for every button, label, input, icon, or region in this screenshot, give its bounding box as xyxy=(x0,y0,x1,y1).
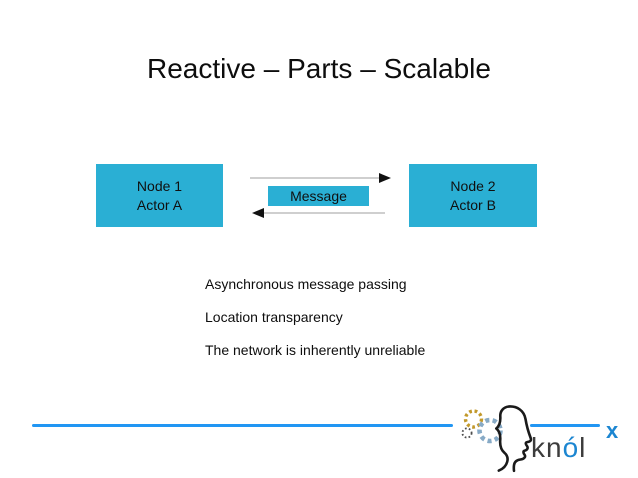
node2-box: Node 2 Actor B xyxy=(409,164,537,227)
message-arrow-left-line xyxy=(263,212,385,214)
head-profile-icon xyxy=(495,405,533,473)
gear-gold-icon xyxy=(463,409,484,429)
brand-x-superscript: x xyxy=(606,418,619,443)
bullet-item-network: The network is inherently unreliable xyxy=(205,342,426,358)
gear-blue-icon xyxy=(477,417,503,444)
gear-small-dark-icon xyxy=(461,427,473,439)
node1-title: Node 1 xyxy=(136,177,183,194)
message-label: Message xyxy=(290,188,347,204)
bullet-item-async: Asynchronous message passing xyxy=(205,276,407,292)
node1-box: Node 1 Actor A xyxy=(96,164,223,227)
brand-letter-l: l xyxy=(579,432,587,463)
message-box: Message xyxy=(268,186,369,206)
bullet-list: Asynchronous message passing Location tr… xyxy=(205,277,425,376)
brand-letters-kn: kn xyxy=(531,432,563,463)
brand-wordmark: knól xyxy=(531,433,586,463)
arrow-right-icon xyxy=(379,173,391,183)
arrow-left-icon xyxy=(252,208,264,218)
node2-subtitle: Actor B xyxy=(450,196,496,213)
node2-title: Node 2 xyxy=(450,177,496,194)
bullet-item-location: Location transparency xyxy=(205,309,343,325)
slide-title: Reactive – Parts – Scalable xyxy=(147,53,491,84)
brand-overline xyxy=(530,424,600,427)
knolx-head-gears-logo-icon xyxy=(461,405,533,473)
message-arrow-right-line xyxy=(250,177,382,179)
footer-divider-line xyxy=(32,424,453,427)
brand-letter-o: ó xyxy=(562,432,580,463)
node1-subtitle: Actor A xyxy=(136,196,183,213)
